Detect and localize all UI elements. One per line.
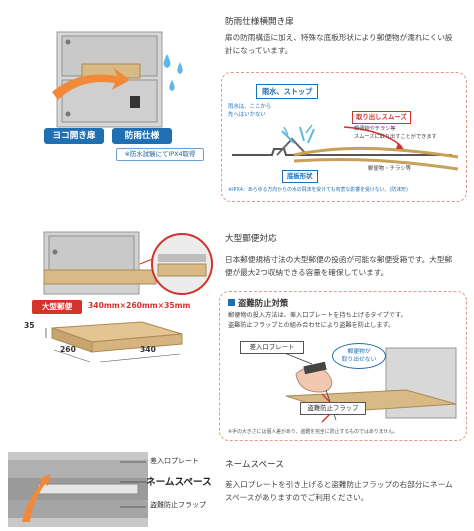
smooth-text-line: スムーズに取り出すことができます [354, 133, 437, 140]
rain-text-line: 雨水は、ここから [228, 104, 272, 110]
smooth-text: 郵便物やチラシ等 スムーズに取り出すことができます [354, 126, 437, 141]
ns-flap-label: 盗難防止フラップ [150, 501, 206, 509]
badge-rainproof: 防雨仕様 [112, 128, 172, 144]
dim-depth: 260 [60, 345, 76, 354]
antitheft-illustration [226, 334, 460, 428]
antitheft-title: 盗難防止対策 [228, 297, 288, 309]
namespace-illustration [8, 452, 148, 527]
dim-height: 35 [24, 321, 35, 330]
product-photo-large-mail [22, 224, 217, 304]
badge-side-door: ヨコ開き扉 [44, 128, 104, 144]
cannot-take-bubble: 郵便物が 取り出せない [332, 343, 386, 369]
antitheft-flap-label: 盗難防止フラップ [300, 402, 366, 415]
section2-body-line: 便が最大2つ収納できる容量を確保しています。 [225, 267, 389, 277]
antitheft-footnote: ※手の大きさには個人差があり、盗難を完全に防止するものではありません。 [228, 429, 399, 435]
antitheft-body-line: 郵便物の投入方法は、差入口プレートを持ち上げるタイプです。 [228, 312, 407, 319]
ipx4-note: ※防水試験にてIPX4取得 [116, 148, 204, 161]
ipx4-footnote: ※IPX4：あらゆる方向からの水の飛沫を受けても有害な影響を受けない。(防沫形) [228, 187, 408, 193]
hand-and-flap-svg [281, 347, 457, 423]
antitheft-body: 郵便物の投入方法は、差入口プレートを持ち上げるタイプです。 盗難防止フラップとの… [228, 311, 407, 331]
rainproof-diagram-svg [232, 124, 459, 171]
rain-text: 雨水は、ここから 先へはいかない [228, 103, 271, 119]
smooth-label: 取り出しスムーズ [352, 111, 411, 124]
section1-body: 扉の防雨構造に加え、特殊な底板形状により郵便物が濡れにくい設 計になっています。 [225, 32, 465, 57]
antitheft-panel [219, 291, 467, 441]
rain-text-line: 先へはいかない [228, 112, 266, 118]
rain-stop-label: 雨水、ストップ [256, 84, 319, 99]
rainproof-diagram [221, 72, 467, 202]
section2-heading: 大型郵便対応 [225, 234, 277, 244]
namespace-svg [8, 452, 148, 527]
section3-body: 差入口プレートを引き上げると盗難防止フラップの右部分にネーム スペースがあります… [225, 479, 465, 504]
namespace-labels [120, 452, 216, 527]
badge-large-mail: 大型郵便 [32, 300, 82, 314]
mail-box-dimension-svg [45, 321, 183, 363]
section3-body-line: 差入口プレートを引き上げると盗難防止フラップの右部分にネーム [225, 480, 453, 489]
bubble-line: 郵便物が [347, 349, 371, 355]
dim-width: 340 [140, 345, 156, 354]
mail-dimension-figure [30, 316, 190, 368]
section1-body-line: 計になっています。 [225, 45, 293, 55]
section2-body-line: 日本郵便規格寸法の大型郵便の投函が可能な郵便受箱です。大型郵 [225, 255, 453, 264]
ns-name-label: ネームスペース [146, 477, 212, 488]
section1-body-line: 扉の防雨構造に加え、特殊な底板形状により郵便物が濡れにくい設 [225, 33, 453, 42]
large-mail-illustration [43, 231, 213, 295]
product-photo-side-door [22, 14, 197, 134]
section1-heading: 防雨仕様横開き扉 [225, 17, 294, 27]
namespace-leader-lines [120, 461, 146, 508]
size-text: 340mm×260mm×35mm [88, 301, 191, 310]
ns-plate-label: 差入口プレート [150, 457, 199, 465]
section3-heading: ネームスペース [225, 460, 284, 470]
antitheft-plate-label: 差入口プレート [240, 341, 304, 354]
antitheft-title-text: 盗難防止対策 [238, 298, 289, 308]
section2-body: 日本郵便規格寸法の大型郵便の投函が可能な郵便受箱です。大型郵 便が最大2つ収納で… [225, 254, 465, 279]
section3-body-line: スペースがありますのでご利用ください。 [225, 492, 369, 502]
bottom-shape-label: 底板形状 [282, 170, 318, 183]
smooth-text-line: 郵便物やチラシ等 [354, 126, 396, 132]
mailbox-illustration [52, 31, 183, 128]
mail-label: 郵便物・チラシ等 [368, 166, 412, 172]
antitheft-marker-icon [228, 299, 235, 306]
antitheft-body-line: 盗難防止フラップとの組み合わせにより盗難を防止します。 [228, 322, 395, 329]
bubble-line: 取り出せない [341, 357, 377, 363]
